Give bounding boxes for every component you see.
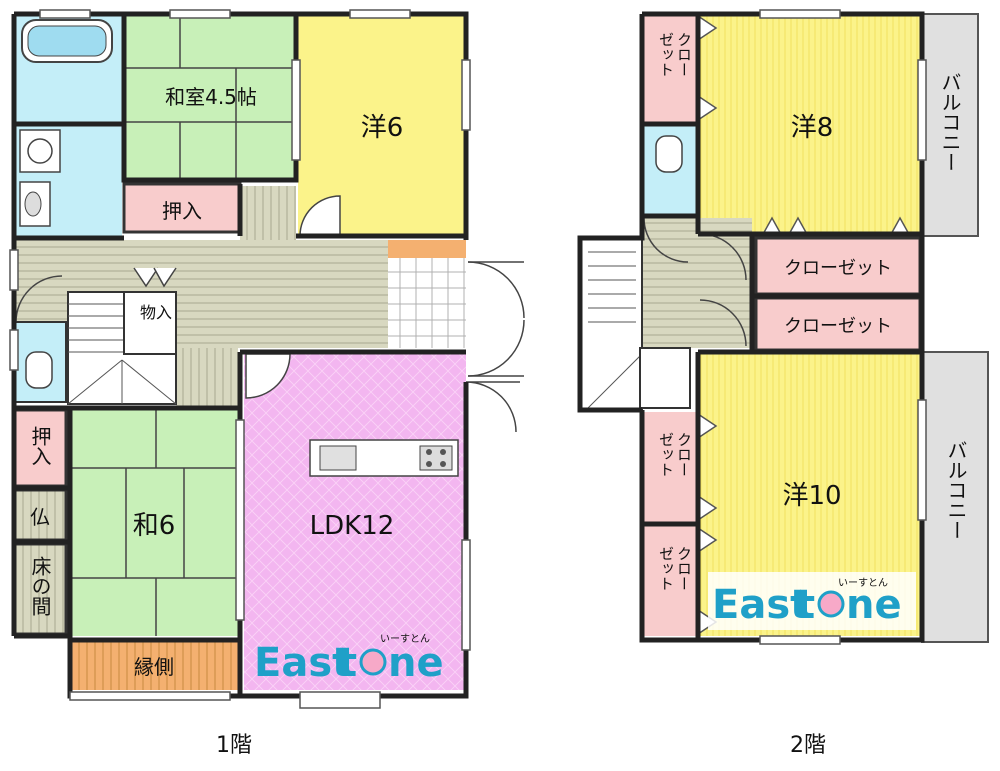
label-closet-v1-col1: ゼット xyxy=(657,32,675,77)
label-closet-v3-col2: クロー xyxy=(675,546,693,591)
logo-text-end-2f: ne xyxy=(846,582,902,628)
eastone-logo-1f: East t ne いーすとん xyxy=(254,633,444,686)
pig-face-2f-icon xyxy=(817,590,845,618)
svg-text:t: t xyxy=(338,640,357,686)
room-washitsu-4-5 xyxy=(124,14,294,180)
label-closet-v3-col1: ゼット xyxy=(657,546,675,591)
floor-2: 洋8 洋10 クローゼット クローゼット バルコニー バルコニー ゼット クロー… xyxy=(577,9,989,758)
logo-text-end-1f: ne xyxy=(388,640,444,686)
label-oshiire-side: 押入 xyxy=(28,426,52,466)
label-butsu: 仏 xyxy=(30,505,50,529)
label-balcony-bottom: バルコニー xyxy=(944,440,968,540)
label-monoire: 物入 xyxy=(140,303,172,322)
label-closet-v1-col2: クロー xyxy=(675,32,693,77)
stove-icon xyxy=(419,445,453,471)
label-closet-v2-col2: クロー xyxy=(675,432,693,477)
room-ldk xyxy=(244,352,466,690)
eastone-logo-2f: East t ne いーすとん xyxy=(708,572,916,630)
room-closet-v2 xyxy=(642,412,698,522)
label-tokonoma: 床の間 xyxy=(28,556,52,616)
pig-face-icon xyxy=(359,648,387,676)
logo-ruby-2f: いーすとん xyxy=(838,577,888,589)
label-ldk: LDK12 xyxy=(310,511,395,541)
staircase-2f xyxy=(579,237,643,411)
label-closet-b: クローゼット xyxy=(784,316,892,337)
label-washitsu-4-5: 和室4.5帖 xyxy=(165,85,257,109)
room-you-8 xyxy=(700,14,920,234)
room-wa-6 xyxy=(70,410,240,636)
entrance-door-icon xyxy=(467,261,525,319)
room-closet-v1 xyxy=(642,14,698,124)
logo-ruby-1f: いーすとん xyxy=(380,633,430,645)
caption-floor-1: 1階 xyxy=(216,733,252,758)
toilet-2f-icon xyxy=(655,135,683,173)
room-engawa xyxy=(70,642,238,690)
toilet-icon xyxy=(25,351,53,389)
door-swing-icon xyxy=(299,195,341,237)
label-you-8: 洋8 xyxy=(791,113,834,143)
label-closet-v2-col1: ゼット xyxy=(657,432,675,477)
label-engawa: 縁側 xyxy=(134,655,174,679)
washing-machine-icon xyxy=(19,129,61,173)
hallway-2f xyxy=(642,218,752,348)
svg-text:t: t xyxy=(796,582,815,628)
logo-text-1f: East xyxy=(254,640,351,686)
floor-1: 和室4.5帖 洋6 押入 物入 押入 仏 床の間 和6 LDK12 縁側 Eas… xyxy=(9,9,525,758)
room-closet-v3 xyxy=(642,526,698,636)
label-closet-a: クローゼット xyxy=(784,258,892,279)
label-balcony-top: バルコニー xyxy=(938,72,962,172)
label-you-6: 洋6 xyxy=(361,113,404,143)
room-monoire xyxy=(123,291,177,355)
logo-text-2f: East xyxy=(712,582,809,628)
label-wa-6: 和6 xyxy=(133,511,176,541)
label-you-10: 洋10 xyxy=(782,481,841,511)
label-oshiire: 押入 xyxy=(162,199,202,223)
kitchen-sink-icon xyxy=(319,445,357,471)
caption-floor-2: 2階 xyxy=(790,733,826,758)
balcony-top xyxy=(921,13,979,237)
